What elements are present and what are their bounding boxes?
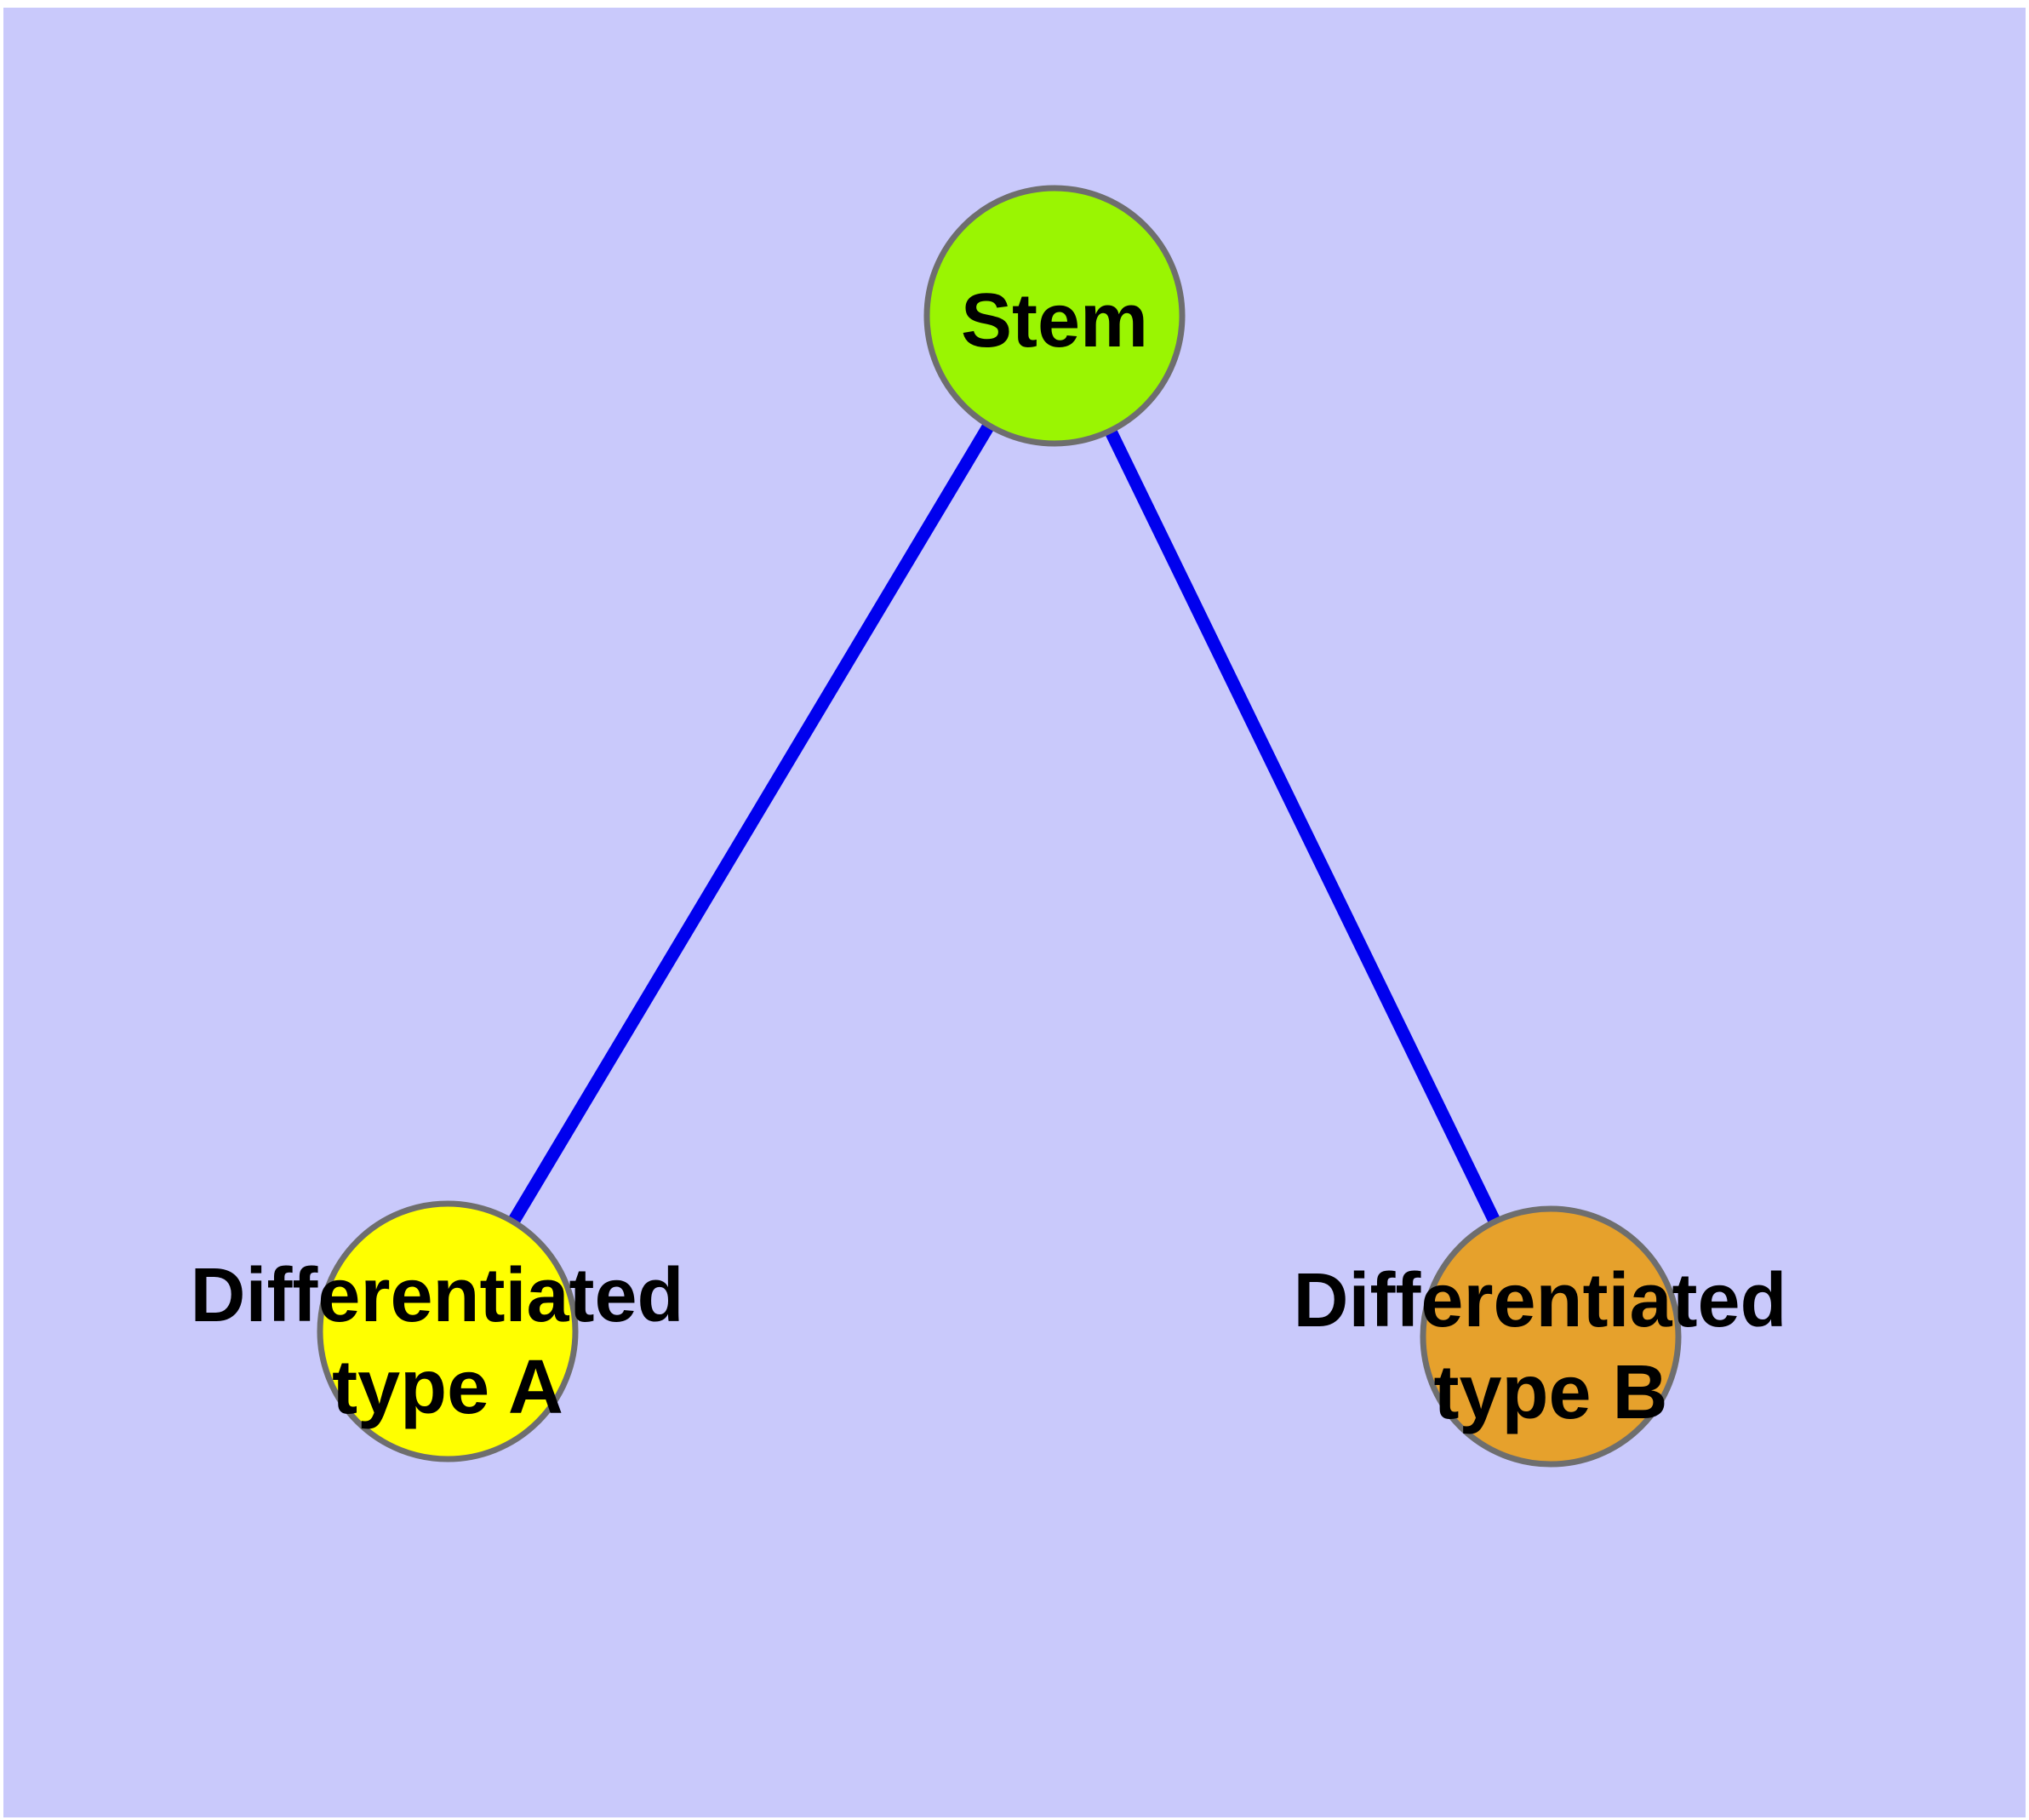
node-differentiated-type-b: Differentiated type B	[1293, 1205, 1808, 1468]
node-stem-circle	[923, 185, 1186, 447]
node-differentiated-type-a-label: Differentiated type A	[190, 1253, 705, 1430]
label-line-2: type B	[1433, 1350, 1667, 1435]
node-stem-label: Stem	[961, 278, 1148, 363]
node-stem: Stem	[923, 185, 1186, 447]
node-differentiated-type-b-circle	[1420, 1205, 1682, 1468]
node-differentiated-type-b-label: Differentiated type B	[1293, 1258, 1808, 1435]
edge-group	[442, 312, 1557, 1340]
node-differentiated-type-a-circle	[317, 1200, 579, 1462]
edge-stem-to-type-b	[1049, 312, 1557, 1340]
label-line-1: Differentiated	[1293, 1258, 1786, 1343]
node-differentiated-type-a: Differentiated type A	[190, 1200, 705, 1462]
label-line-1: Differentiated	[190, 1253, 683, 1338]
edge-stem-to-type-a	[442, 312, 1060, 1335]
label-line-2: type A	[332, 1345, 563, 1430]
